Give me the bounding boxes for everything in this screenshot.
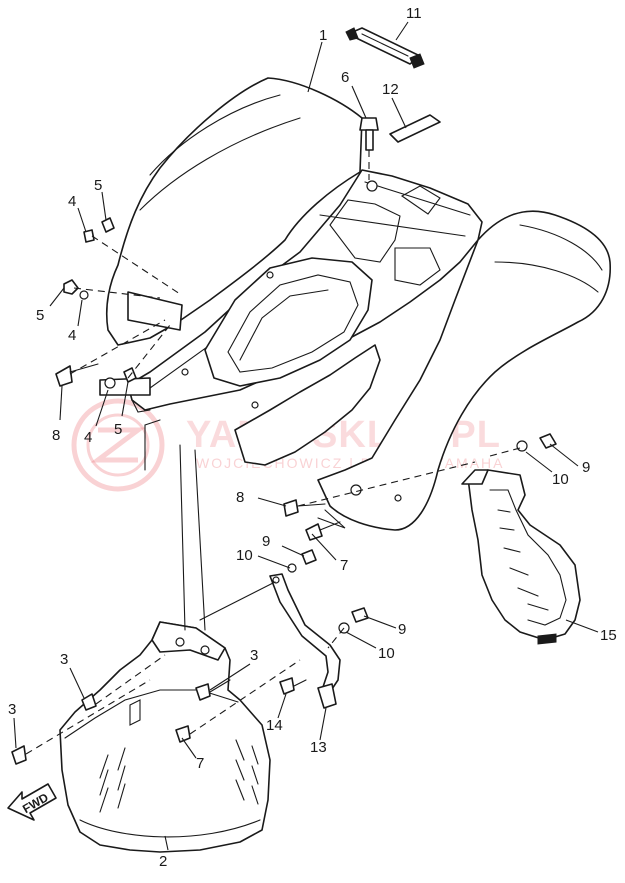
stay-bracket <box>269 573 341 709</box>
strap <box>345 27 425 69</box>
rear-flap-lower <box>59 621 271 853</box>
callout-5: 5 <box>114 421 122 438</box>
callout-14: 14 <box>266 717 283 734</box>
callout-9: 9 <box>262 533 270 550</box>
callout-10: 10 <box>552 471 569 488</box>
assembly-lines <box>25 235 521 755</box>
callout-15: 15 <box>600 627 617 644</box>
rear-flap-right <box>461 469 581 645</box>
fasteners <box>11 217 557 765</box>
rear-fender <box>99 77 611 531</box>
callout-13: 13 <box>310 739 327 756</box>
top-bolt <box>359 117 379 180</box>
callouts: 1 2 3 3 3 4 4 4 5 5 5 6 7 7 8 8 9 9 9 10… <box>8 5 617 870</box>
callout-11: 11 <box>406 5 422 22</box>
callout-8: 8 <box>52 427 60 444</box>
callout-4: 4 <box>68 327 76 344</box>
callout-leaders <box>13 21 599 851</box>
callout-8: 8 <box>236 489 244 506</box>
callout-7: 7 <box>196 755 204 772</box>
callout-7: 7 <box>340 557 348 574</box>
callout-2: 2 <box>159 853 167 870</box>
fwd-arrow-icon: FWD <box>7 783 57 821</box>
callout-3: 3 <box>8 701 16 718</box>
callout-5: 5 <box>94 177 102 194</box>
watermark-logo-icon <box>71 398 165 492</box>
callout-4: 4 <box>84 429 92 446</box>
callout-9: 9 <box>582 459 590 476</box>
callout-10: 10 <box>236 547 253 564</box>
callout-6: 6 <box>341 69 349 86</box>
callout-3: 3 <box>60 651 68 668</box>
callout-5: 5 <box>36 307 44 324</box>
callout-1: 1 <box>319 27 327 44</box>
callout-4: 4 <box>68 193 76 210</box>
callout-3: 3 <box>250 647 258 664</box>
callout-12: 12 <box>382 81 399 98</box>
callout-9: 9 <box>398 621 406 638</box>
callout-10: 10 <box>378 645 395 662</box>
label-decal <box>389 114 441 143</box>
